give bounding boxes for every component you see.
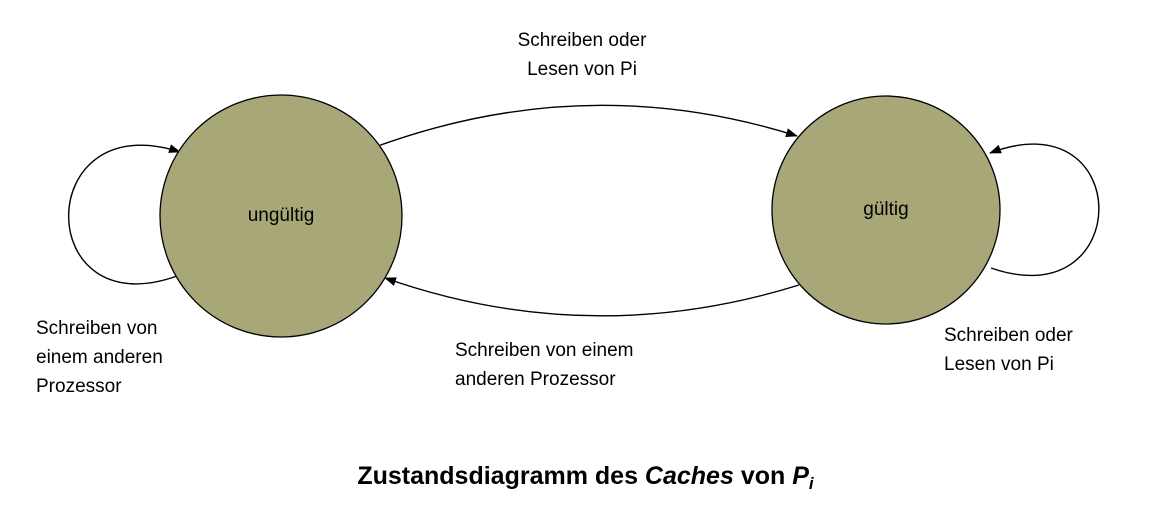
transition-label-line: Schreiben oder [517, 30, 647, 51]
caption-subscript: i [808, 474, 814, 493]
transition-arrow-invalid-to-valid [377, 104, 798, 147]
self-loop-label-line: Lesen von Pi [944, 354, 1054, 375]
state-label-valid: gültig [863, 199, 909, 220]
state-label-invalid: ungültig [247, 205, 315, 226]
transition-label-valid-to-invalid: Schreiben von einem anderen Prozessor [455, 336, 634, 394]
state-circle-valid [771, 95, 1001, 325]
self-loop-label-invalid: Schreiben von einem anderen Prozessor [36, 314, 163, 401]
caption-text: Zustandsdiagramm des [357, 462, 645, 490]
transition-label-line: Lesen von Pi [527, 59, 637, 80]
caption-text-italic: Caches [644, 462, 734, 490]
self-loop-label-line: Schreiben von [36, 318, 158, 339]
self-loop-invalid-arrow [67, 144, 181, 285]
self-loop-label-line: einem anderen [36, 347, 163, 368]
self-loop-label-line: Schreiben oder [944, 325, 1073, 346]
transition-arrow-valid-to-invalid [384, 277, 800, 317]
transition-label-invalid-to-valid: Schreiben oder Lesen von Pi [452, 26, 712, 84]
caption-text-italic: P [792, 462, 809, 490]
transition-label-line: anderen Prozessor [455, 369, 616, 390]
transition-label-line: Schreiben von einem [455, 340, 634, 361]
self-loop-label-valid: Schreiben oder Lesen von Pi [944, 321, 1073, 379]
diagram-caption: Zustandsdiagramm des Caches von Pi [0, 462, 1171, 493]
caption-text: von [733, 462, 793, 490]
self-loop-label-line: Prozessor [36, 376, 122, 397]
self-loop-valid-arrow [989, 143, 1100, 276]
state-circle-invalid [159, 94, 403, 338]
